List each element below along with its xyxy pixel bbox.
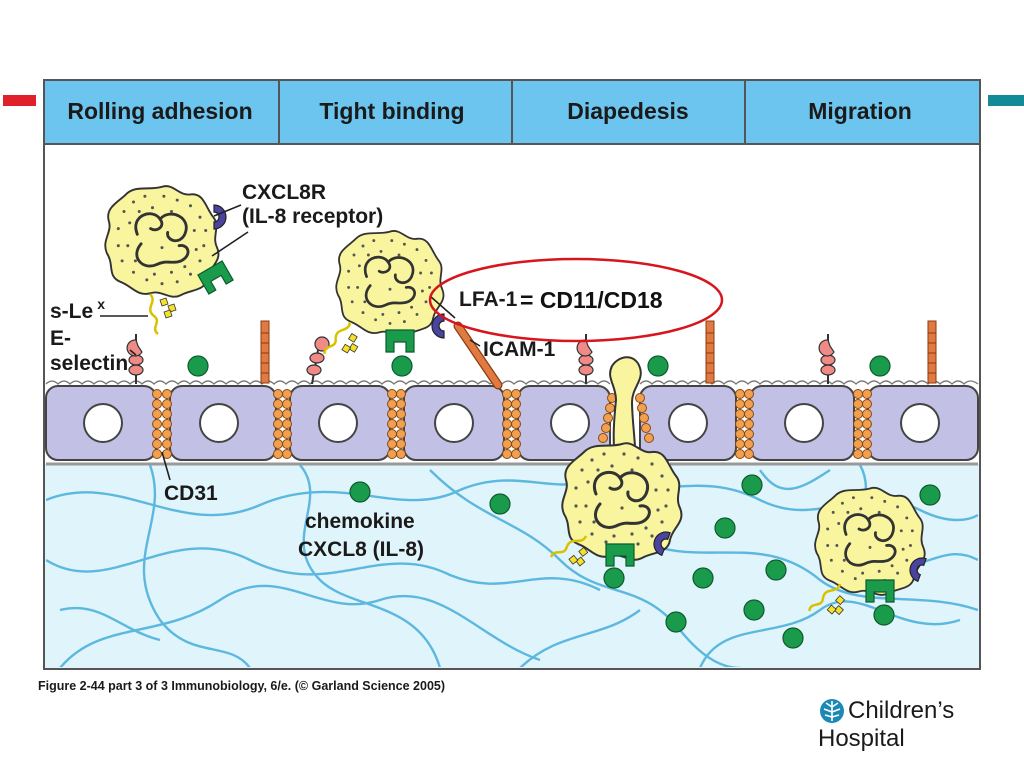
tree-icon [820,699,844,723]
annotation-ellipse [428,257,724,343]
label-cxcl8r: CXCL8R [242,181,326,204]
leader-lines [100,204,481,481]
tissue-chemokines [349,474,941,649]
e-selectin-bound [306,336,330,385]
left-accent-bar [3,95,36,106]
stage-label-rolling-adhesion: Rolling adhesion [67,98,252,124]
logo-text-childrens: Children’s [848,697,955,724]
label-chemokine: chemokine [305,510,415,533]
icam1-rod [453,321,503,390]
annotation-cd11-cd18: = CD11/CD18 [520,287,663,313]
label-cxcl8-il8: CXCL8 (IL-8) [298,538,424,561]
endothelial-layer [45,385,979,461]
leukocyte-diapedesis [547,356,683,576]
stage-label-diapedesis: Diapedesis [567,98,688,124]
glycocalyx [45,380,979,385]
stage-label-tight-binding: Tight binding [319,98,464,124]
surface-chemokines [187,355,891,377]
label-il8-receptor: (IL-8 receptor) [242,205,383,228]
label-e-selectin-line1: E- [50,327,71,350]
stage-label-migration: Migration [808,98,912,124]
label-lfa1: LFA-1 [459,288,518,311]
label-cd31: CD31 [164,482,218,505]
right-accent-bar [988,95,1024,106]
logo-text-hospital: Hospital [818,725,905,752]
figure-caption: Figure 2-44 part 3 of 3 Immunobiology, 6… [38,679,446,693]
label-icam1: ICAM-1 [483,338,556,361]
childrens-hospital-logo: Children’s Hospital [818,697,978,755]
label-e-selectin-line2: selectin [50,352,128,375]
